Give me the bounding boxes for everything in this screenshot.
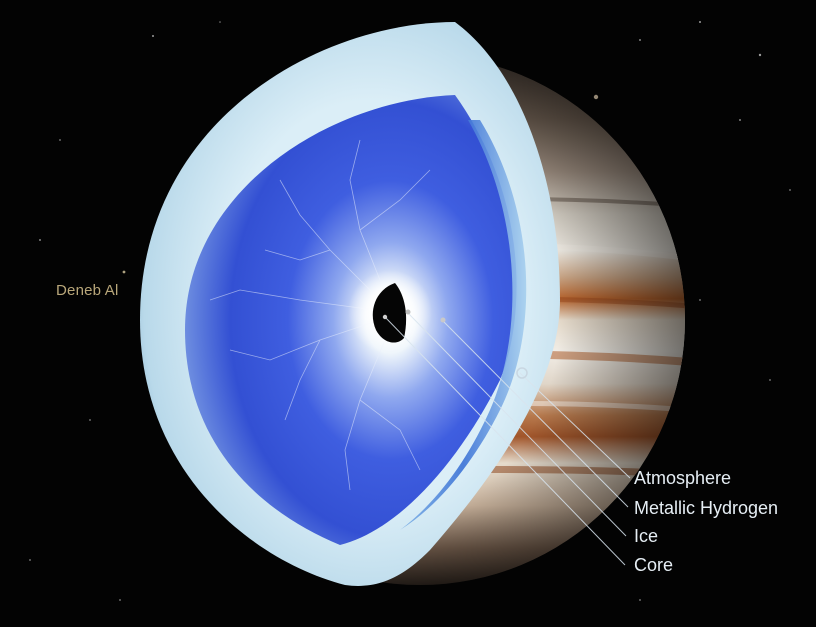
label-atmosphere: Atmosphere	[634, 468, 732, 488]
atmosphere-marker	[516, 367, 528, 379]
core-marker	[382, 314, 388, 320]
core-region	[348, 270, 432, 354]
layer-markers	[382, 309, 528, 379]
leader-lines	[384, 312, 631, 566]
ice-marker	[405, 309, 411, 315]
label-metallic-hydrogen: Metallic Hydrogen	[634, 498, 779, 518]
label-ice: Ice	[634, 526, 659, 546]
star-name-label: Deneb Al	[56, 282, 119, 299]
metallic-hydrogen-marker	[440, 317, 446, 323]
background-stars	[29, 21, 791, 601]
label-core: Core	[634, 555, 674, 575]
